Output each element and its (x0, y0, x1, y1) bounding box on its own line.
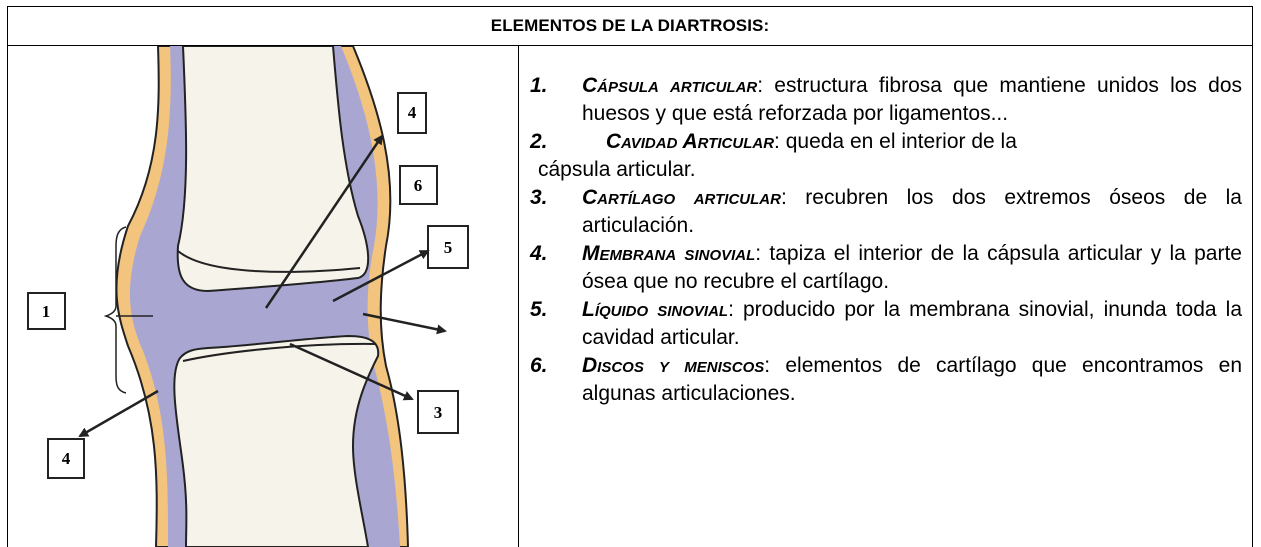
definitions-list: 1. Cápsula articular: estructura fibrosa… (530, 72, 1242, 408)
item-number: 4. (530, 242, 548, 265)
item-term: Líquido sinovial (582, 298, 729, 321)
item-term: Membrana sinovial (582, 242, 756, 265)
table-title: ELEMENTOS DE LA DIARTROSIS: (490, 16, 770, 35)
item-term: Cartílago articular (582, 186, 781, 209)
item-text: : tapiza el interior de la cápsula artic… (582, 242, 1242, 293)
item-text: : estructura fibrosa que mantiene unidos… (582, 74, 1242, 125)
table-column-divider (518, 45, 519, 547)
item-term: Cápsula articular (582, 74, 758, 97)
item-number: 5. (530, 298, 548, 321)
item-text-continued: cápsula articular. (538, 158, 696, 181)
label-4-bottom: 4 (62, 449, 71, 468)
table-border-left (7, 6, 8, 547)
list-item: 3. Cartílago articular: recubren los dos… (530, 184, 1242, 240)
item-number: 6. (530, 354, 548, 377)
item-body: Cartílago articular: recubren los dos ex… (582, 184, 1242, 240)
table-header-divider (7, 45, 1253, 46)
item-term: Cavidad Articular (605, 130, 775, 153)
list-item: 5. Líquido sinovial: producido por la me… (530, 296, 1242, 352)
item-number: 1. (530, 74, 548, 97)
table-border-right (1252, 6, 1253, 547)
item-text: : queda en el interior de la (774, 130, 1017, 153)
item-body: Discos y meniscos: elementos de cartílag… (582, 352, 1242, 408)
list-item: 1. Cápsula articular: estructura fibrosa… (530, 72, 1242, 128)
item-body: Membrana sinovial: tapiza el interior de… (582, 240, 1242, 296)
label-5: 5 (444, 238, 453, 257)
upper-bone-shape (176, 46, 370, 293)
label-1: 1 (42, 302, 51, 321)
label-4-top: 4 (408, 103, 417, 122)
item-number: 2. (530, 130, 548, 153)
list-item: 6. Discos y meniscos: elementos de cartí… (530, 352, 1242, 408)
item-number: 3. (530, 186, 548, 209)
item-body: 2. Cavidad Articular: queda en el interi… (530, 128, 1242, 156)
table-border-top (7, 6, 1253, 7)
joint-diagram: 4 6 5 1 3 4 (8, 46, 518, 547)
item-body: Cápsula articular: estructura fibrosa qu… (582, 72, 1242, 128)
list-item: 4. Membrana sinovial: tapiza el interior… (530, 240, 1242, 296)
item-text: : recubren los dos extremos óseos de la … (582, 186, 1242, 237)
list-item: 2. Cavidad Articular: queda en el interi… (530, 128, 1242, 184)
item-text: : producido por la membrana sinovial, in… (582, 298, 1243, 349)
label-6: 6 (414, 176, 423, 195)
synovial-joint-diagram-icon: 4 6 5 1 3 4 (27, 46, 469, 547)
item-body: Líquido sinovial: producido por la membr… (582, 296, 1242, 352)
label-3: 3 (434, 403, 443, 422)
lower-bone-shape (173, 334, 380, 547)
item-text: : elementos de cartílago que encontramos… (582, 354, 1242, 405)
item-term: Discos y meniscos (582, 354, 765, 377)
